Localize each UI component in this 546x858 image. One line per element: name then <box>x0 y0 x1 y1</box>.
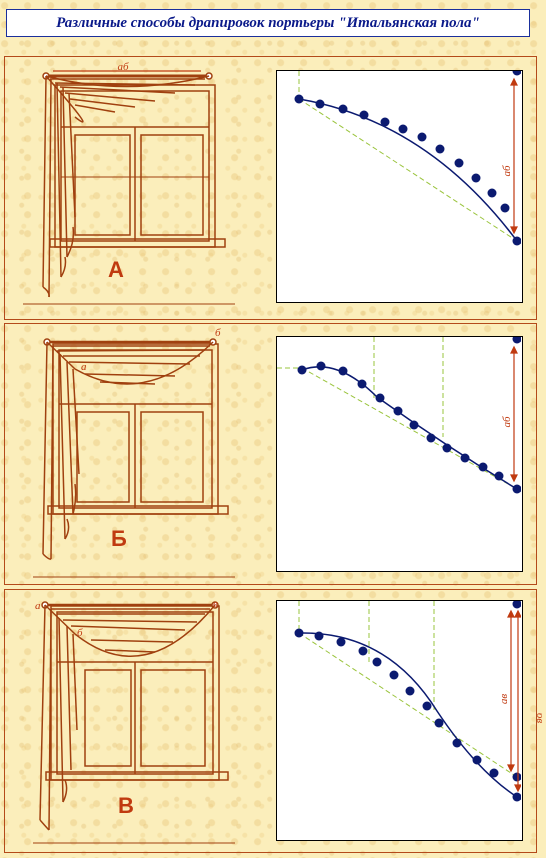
scheme-c-dim1-label: ав <box>498 694 510 705</box>
curtain-drawing-c: а б в <box>33 598 235 844</box>
scheme-a-dim-label: аб <box>501 165 513 177</box>
label-v-c: в <box>213 598 218 610</box>
variant-letter-b: Б <box>111 526 127 551</box>
scheme-a: аб <box>276 66 523 303</box>
page-title: Различные способы драпировок портьеры "И… <box>56 14 480 31</box>
label-ab-top: аб <box>117 61 129 73</box>
label-b-c: б <box>77 627 83 639</box>
panel-c: а б в В <box>4 589 542 853</box>
variant-letter-c: В <box>118 793 134 818</box>
curtain-drawing-a: аб <box>23 61 235 305</box>
curtain-drawing-b: а б <box>33 327 235 578</box>
scheme-a-svg: аб <box>294 66 522 246</box>
scheme-b-svg: аб <box>277 334 522 494</box>
panel-a: аб А <box>4 56 537 320</box>
panel-b: а б Б <box>4 323 537 585</box>
scheme-c-dim2-svg: бв <box>534 713 542 724</box>
scheme-c: ав <box>276 599 523 841</box>
scheme-b: аб <box>276 334 523 572</box>
scheme-c-svg: ав <box>294 599 522 802</box>
variant-letter-a: А <box>108 257 124 282</box>
scheme-b-dim-label: аб <box>501 416 513 428</box>
label-b-b: б <box>215 327 221 339</box>
scheme-c-dim2-label: бв <box>534 713 542 724</box>
label-a-c: а <box>35 600 41 612</box>
title-box: Различные способы драпировок портьеры "И… <box>6 9 530 37</box>
label-a-b: а <box>81 361 87 373</box>
